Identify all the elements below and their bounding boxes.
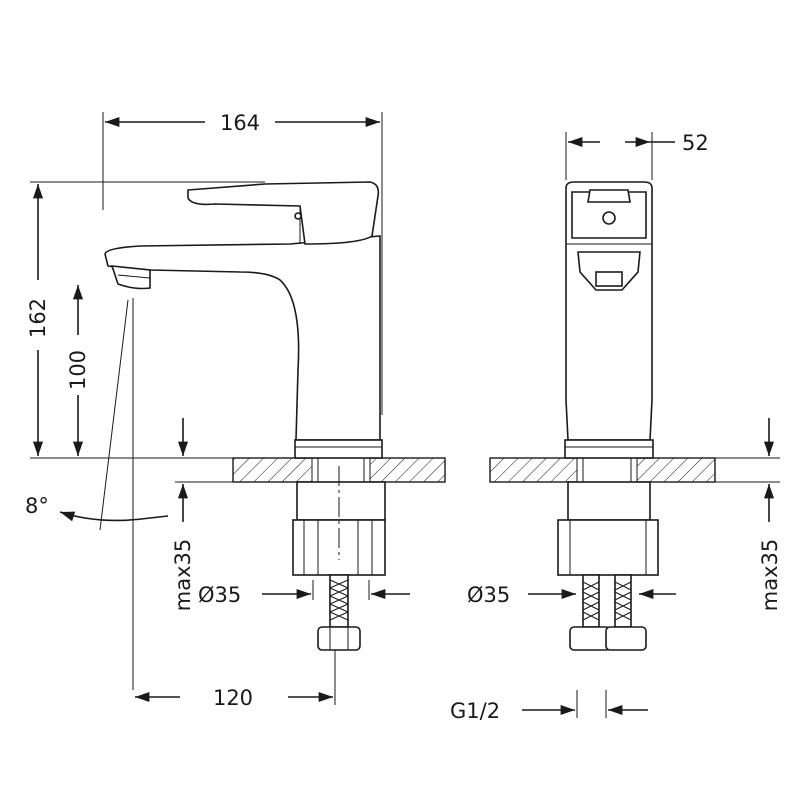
faucet-body	[104, 235, 381, 441]
dim-max-thickness-left: max35	[171, 539, 195, 611]
faucet-base	[294, 439, 383, 459]
dim-spout-reach: 120	[213, 686, 253, 710]
dim-spout-height: 100	[66, 350, 90, 390]
dim-spout-angle: 8°	[25, 494, 49, 518]
dim-overall-height: 162	[26, 298, 50, 338]
front-view: 52 max35 Ø35 G1/2	[450, 131, 782, 723]
hose-nut	[317, 626, 361, 651]
faucet-handle	[187, 181, 380, 245]
dim-max-thickness-right: max35	[758, 539, 782, 611]
dim-connection-thread: G1/2	[450, 699, 500, 723]
dim-hole-diameter-left: Ø35	[198, 583, 241, 607]
dim-overall-length: 164	[220, 111, 260, 135]
faucet-front-body	[565, 181, 653, 441]
side-view: 164 162 100 8° max35 Ø35 120	[25, 111, 446, 710]
dim-width: 52	[682, 131, 709, 155]
dim-hole-diameter-right: Ø35	[467, 583, 510, 607]
